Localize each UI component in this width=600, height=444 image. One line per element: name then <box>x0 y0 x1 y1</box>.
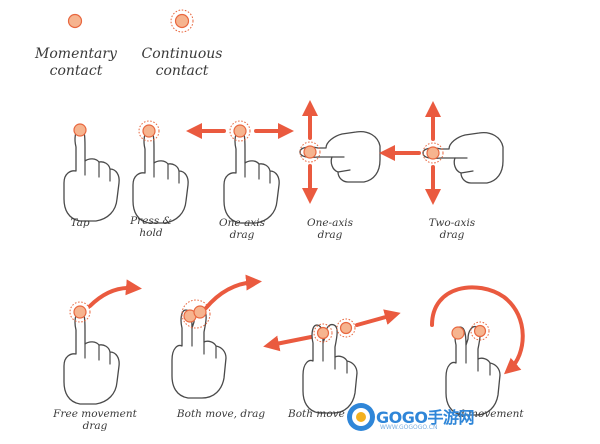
caption-two-axis: Two-axis drag <box>428 217 476 241</box>
gesture-one-axis-vertical-figure <box>299 100 381 204</box>
legend-continuous-dot <box>170 9 194 33</box>
gesture-press-hold-figure <box>132 120 189 224</box>
gesture-both-move-pinch-figure <box>263 309 401 414</box>
gesture-both-move-drag-figure <box>171 274 262 399</box>
legend-momentary-label: Momentary contact <box>35 46 117 79</box>
gesture-one-axis-horizontal-figure <box>186 120 294 224</box>
watermark-text: GOGO手游网 <box>376 408 474 427</box>
gesture-fixed-rotate-figure <box>430 285 525 416</box>
legend-momentary-dot <box>67 13 83 29</box>
gesture-tap-figure <box>63 123 120 222</box>
gesture-two-axis-figure <box>379 101 504 205</box>
caption-both-move-pinch: Both move <box>288 408 345 420</box>
caption-both-move-drag: Both move, drag <box>176 408 266 420</box>
caption-tap: Tap <box>70 217 90 229</box>
caption-one-axis-vertical: One-axis drag <box>306 217 354 241</box>
caption-fixed-rotate: d movement <box>458 408 524 420</box>
watermark-logo <box>347 403 375 431</box>
legend-continuous-label: Continuous contact <box>141 46 223 79</box>
gesture-free-movement-figure <box>63 279 142 405</box>
caption-free-movement: Free movement drag <box>53 408 137 432</box>
watermark-subtext: WWW.GOGOGO.CN <box>380 424 438 431</box>
caption-one-axis-horizontal: One-axis drag <box>218 217 266 241</box>
caption-press-hold: Press & hold <box>130 215 172 239</box>
